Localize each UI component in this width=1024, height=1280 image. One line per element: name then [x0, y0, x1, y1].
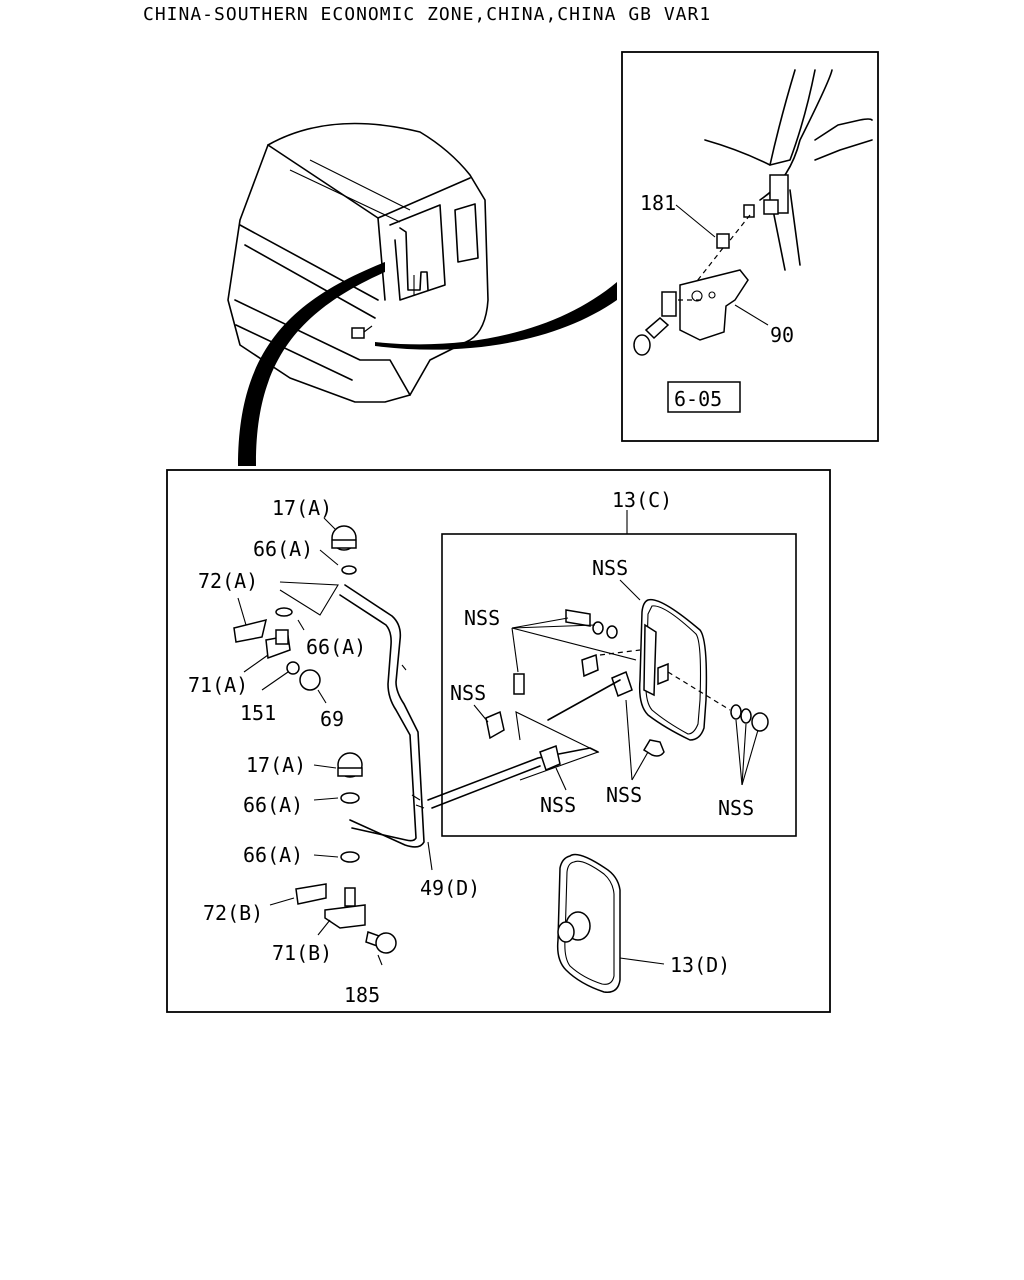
- label-17a-top: 17(A): [272, 496, 332, 520]
- label-nss-left: NSS: [450, 681, 486, 705]
- label-151: 151: [240, 701, 276, 725]
- label-66a-3: 66(A): [243, 793, 303, 817]
- label-72a: 72(A): [198, 569, 258, 593]
- label-nss-top: NSS: [592, 556, 628, 580]
- lower-bracket-group: [269, 752, 433, 966]
- label-13c: 13(C): [612, 488, 672, 512]
- callout-pointer-lower: [238, 262, 385, 466]
- upper-bracket-group: [233, 517, 357, 704]
- ref-box-6-05: [667, 381, 741, 413]
- label-49d: 49(D): [420, 876, 480, 900]
- label-69: 69: [320, 707, 344, 731]
- label-nss-bottom-center: NSS: [606, 783, 642, 807]
- label-181: 181: [640, 191, 676, 215]
- label-185: 185: [344, 983, 380, 1007]
- label-71b: 71(B): [272, 941, 332, 965]
- label-66a-1: 66(A): [253, 537, 313, 561]
- truck-cab-illustration: [227, 122, 489, 403]
- label-71a: 71(A): [188, 673, 248, 697]
- callout-pointer-inset: [375, 282, 617, 350]
- label-nss-left-upper: NSS: [464, 606, 500, 630]
- label-ref-6-05: 6-05: [674, 387, 722, 411]
- label-nss-bottom-right: NSS: [718, 796, 754, 820]
- label-66a-4: 66(A): [243, 843, 303, 867]
- mirror-13d: 13(D): [556, 853, 730, 993]
- mirror-stay-rod: [344, 584, 425, 848]
- subassembly-13c-box: 13(C): [427, 488, 797, 837]
- label-66a-2: 66(A): [306, 635, 366, 659]
- label-nss-bottom-mid: NSS: [540, 793, 576, 817]
- label-72b: 72(B): [203, 901, 263, 925]
- diagram-header: CHINA-SOUTHERN ECONOMIC ZONE,CHINA,CHINA…: [143, 4, 712, 25]
- label-13d: 13(D): [670, 953, 730, 977]
- label-17a-mid: 17(A): [246, 753, 306, 777]
- main-detail-box: [166, 469, 831, 1013]
- inset-detail-box: 181 90 6-05: [621, 51, 879, 442]
- label-90: 90: [770, 323, 794, 347]
